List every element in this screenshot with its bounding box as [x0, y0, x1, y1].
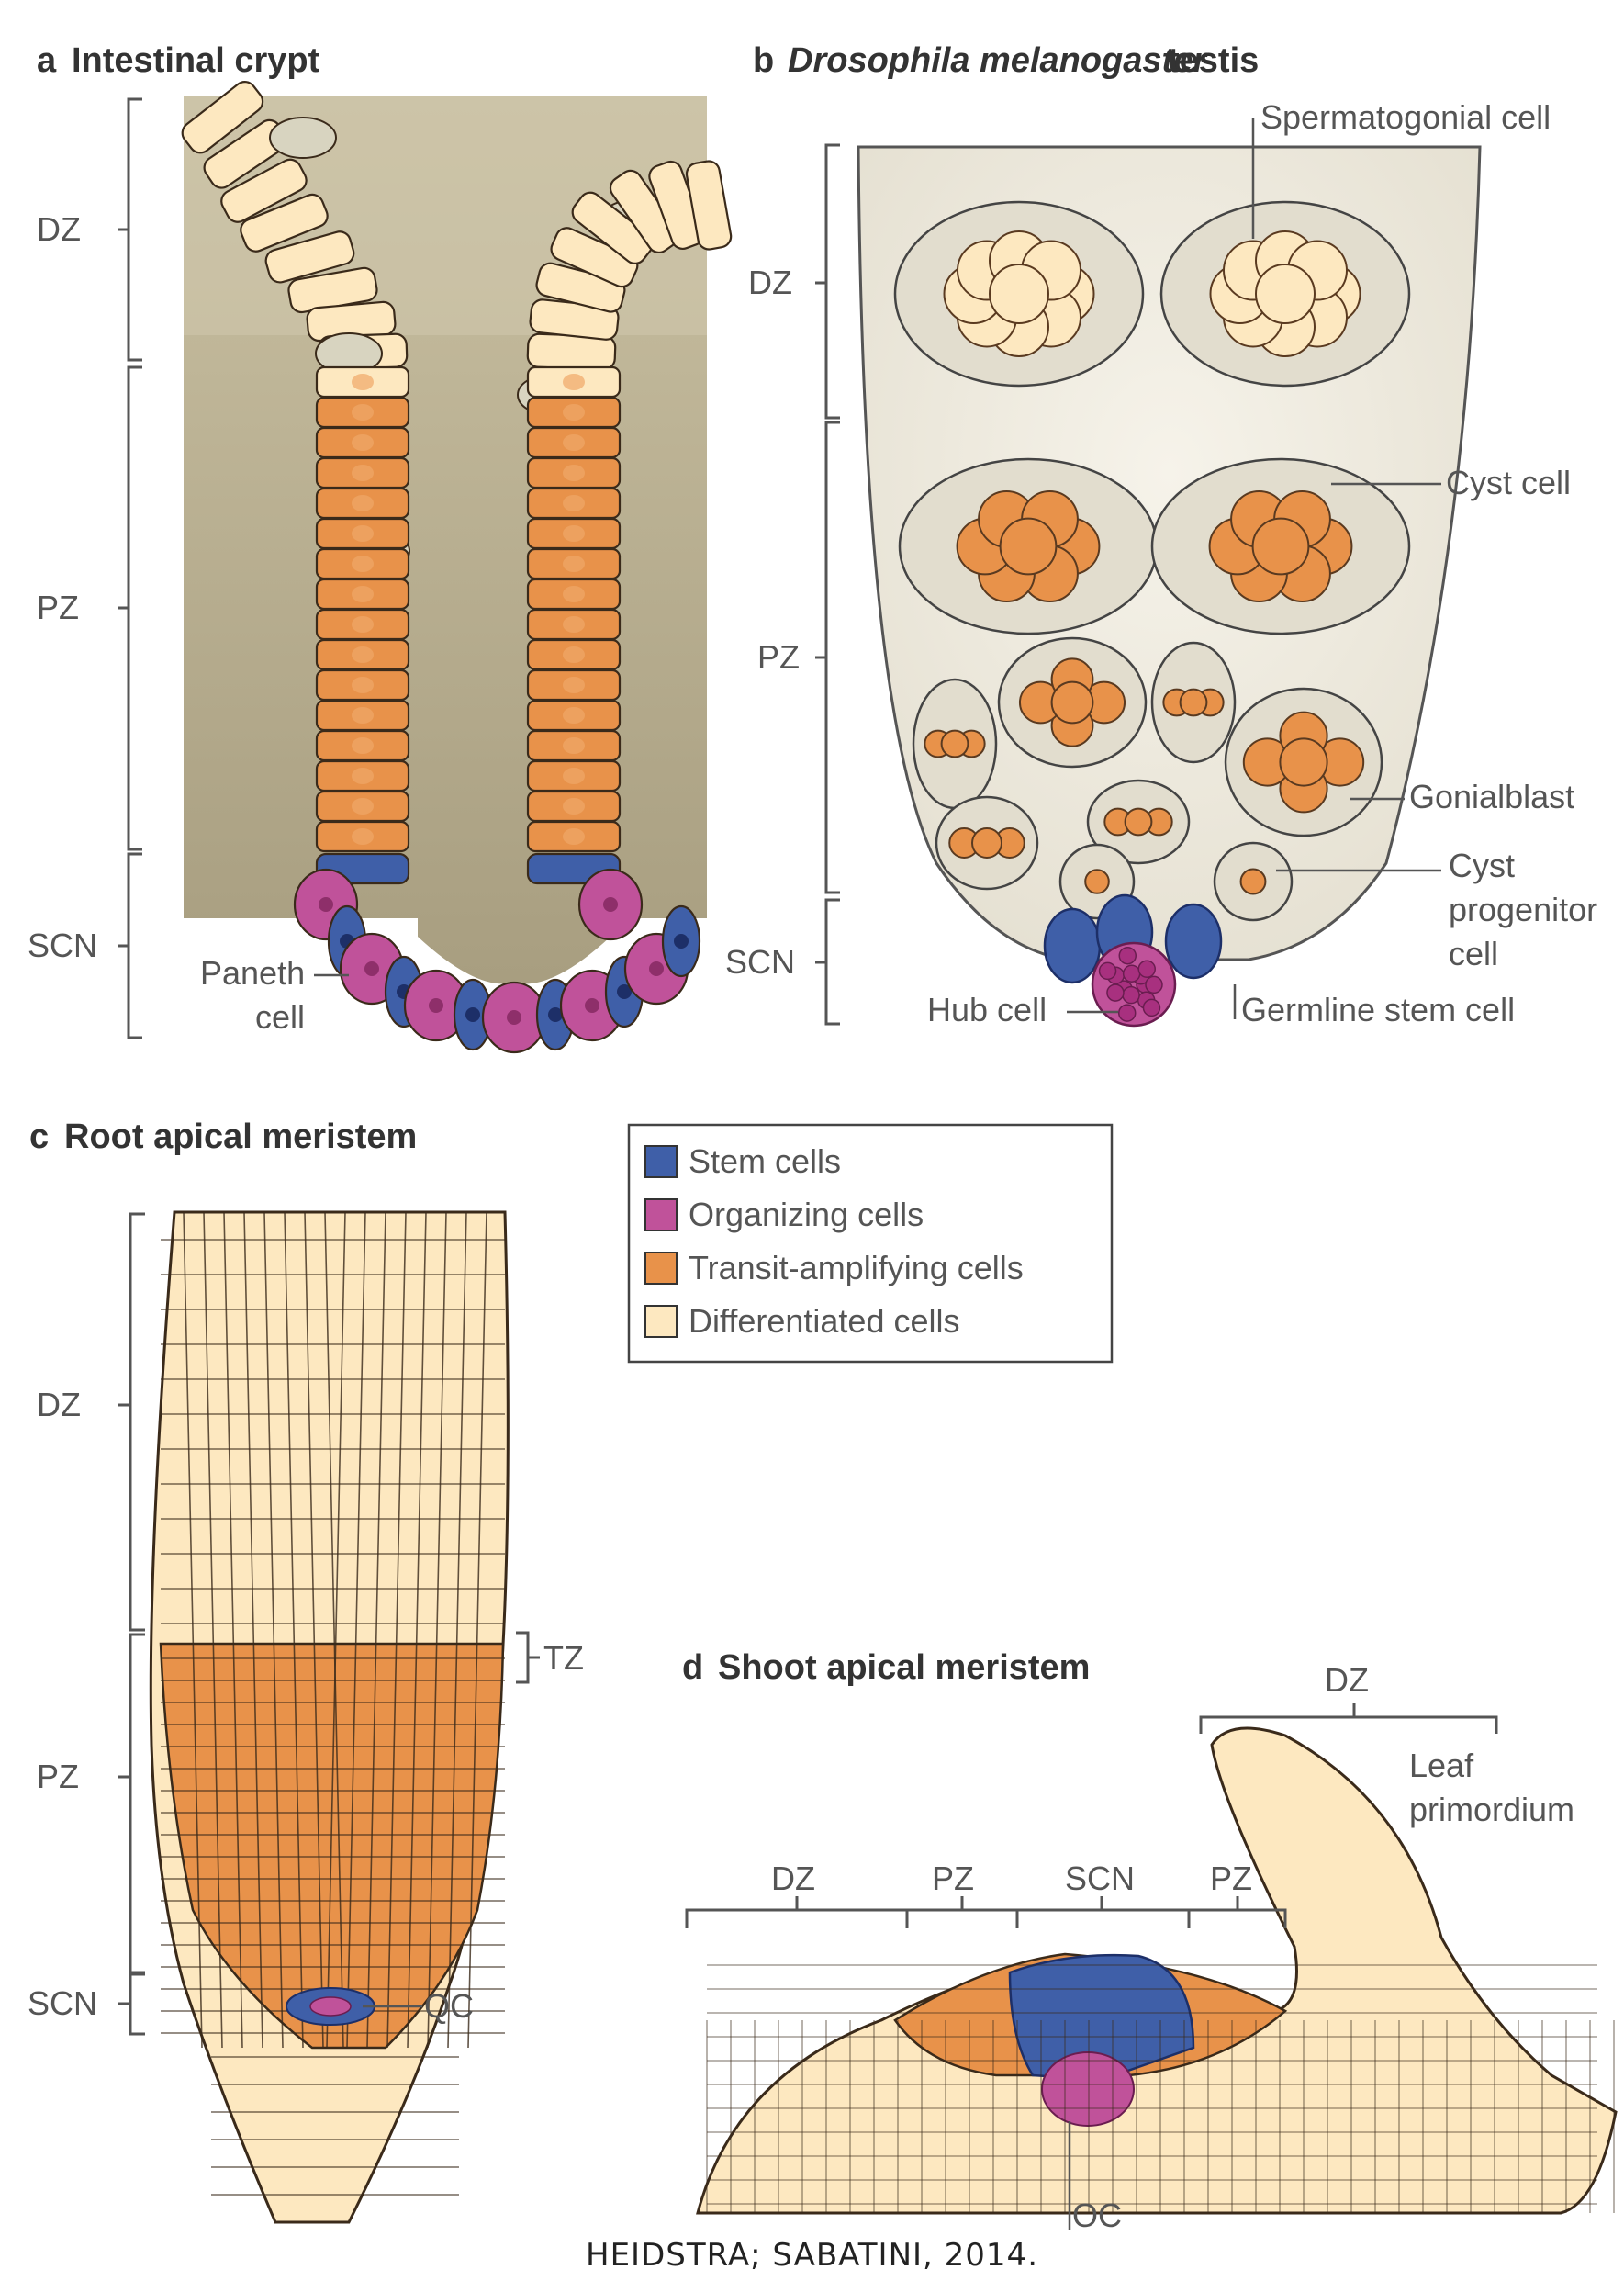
- b-gonialblast-label: Gonialblast: [1409, 778, 1574, 815]
- panel-d-letter: d: [682, 1648, 703, 1687]
- b-dz-label: DZ: [748, 264, 792, 301]
- a-paneth-label-1: Paneth: [200, 954, 305, 992]
- b-pz-label: PZ: [757, 638, 800, 676]
- c-tz-bracket: [516, 1633, 528, 1682]
- d-zone-bracket: [687, 1910, 1285, 1928]
- c-scn-label: SCN: [28, 1984, 97, 2022]
- a-dz-label: DZ: [37, 210, 81, 248]
- legend-label: Differentiated cells: [689, 1302, 960, 1340]
- crypt-transit-cells-right: [528, 367, 620, 883]
- a-paneth-label-2: cell: [255, 998, 305, 1036]
- c-tz-label: TZ: [543, 1639, 584, 1677]
- b-hub-label: Hub cell: [927, 991, 1047, 1028]
- b-dz-bracket: [826, 145, 840, 418]
- legend-label: Transit-amplifying cells: [689, 1249, 1024, 1286]
- panel-d: d Shoot apical meristem DZ Leaf primordi…: [682, 1648, 1616, 2234]
- c-pz-label: PZ: [37, 1758, 79, 1795]
- panel-b-title: Drosophila melanogaster: [788, 41, 1208, 80]
- d-scn-label: SCN: [1065, 1859, 1135, 1897]
- a-dz-bracket: [129, 99, 142, 360]
- legend-label: Organizing cells: [689, 1196, 924, 1233]
- c-scn-bracket: [130, 1974, 145, 2034]
- b-germline-label: Germline stem cell: [1241, 991, 1515, 1028]
- a-pz-label: PZ: [37, 589, 79, 626]
- c-pz-bracket: [130, 1635, 145, 1972]
- legend-swatch: [645, 1199, 677, 1230]
- figure-credit: HEIDSTRA; SABATINI, 2014.: [0, 2237, 1624, 2274]
- legend-swatch: [645, 1253, 677, 1284]
- b-cyst-prog-label-1: Cyst: [1449, 847, 1515, 884]
- b-cyst-cell-label: Cyst cell: [1446, 464, 1571, 501]
- c-qc-label: QC: [424, 1987, 474, 2025]
- d-leaf-label-1: Leaf: [1409, 1747, 1474, 1784]
- c-dz-label: DZ: [37, 1386, 81, 1423]
- b-spermatogonial-label: Spermatogonial cell: [1260, 98, 1551, 136]
- panel-b-letter: b: [753, 41, 774, 80]
- panel-b-title-tail: testis: [1168, 41, 1259, 80]
- a-scn-bracket: [129, 854, 142, 1038]
- d-pz-label-right: PZ: [1210, 1859, 1252, 1897]
- panel-c: c Root apical meristem DZ PZ SCN TZ QC: [28, 1118, 584, 2222]
- a-pz-bracket: [129, 367, 142, 849]
- panel-a-title: Intestinal crypt: [72, 41, 320, 80]
- panel-c-letter: c: [29, 1118, 49, 1156]
- b-pz-bracket: [826, 422, 840, 893]
- legend-swatch: [645, 1146, 677, 1177]
- a-scn-label: SCN: [28, 927, 97, 964]
- d-pz-label-left: PZ: [932, 1859, 974, 1897]
- d-leaf-dz-label: DZ: [1325, 1661, 1369, 1699]
- legend-label: Stem cells: [689, 1142, 841, 1180]
- panel-d-title: Shoot apical meristem: [718, 1648, 1090, 1687]
- panel-c-title: Root apical meristem: [64, 1118, 417, 1156]
- legend-swatch: [645, 1306, 677, 1337]
- d-dz-label: DZ: [771, 1859, 815, 1897]
- d-leaf-label-2: primordium: [1409, 1791, 1574, 1828]
- c-dz-bracket: [130, 1214, 145, 1630]
- root-cells: [151, 1212, 508, 2222]
- b-cyst-prog-label-2: progenitor: [1449, 891, 1597, 928]
- panel-a: a Intestinal crypt DZ PZ SCN Paneth cell: [28, 41, 733, 1052]
- b-cyst-prog-label-3: cell: [1449, 935, 1498, 972]
- b-scn-bracket: [826, 900, 840, 1024]
- crypt-transit-cells-left: [317, 367, 409, 883]
- d-oc-label: OC: [1072, 2196, 1122, 2234]
- panel-a-letter: a: [37, 41, 57, 80]
- panel-b: b Drosophila melanogaster testis DZ PZ S…: [725, 41, 1597, 1028]
- b-scn-label: SCN: [725, 943, 795, 981]
